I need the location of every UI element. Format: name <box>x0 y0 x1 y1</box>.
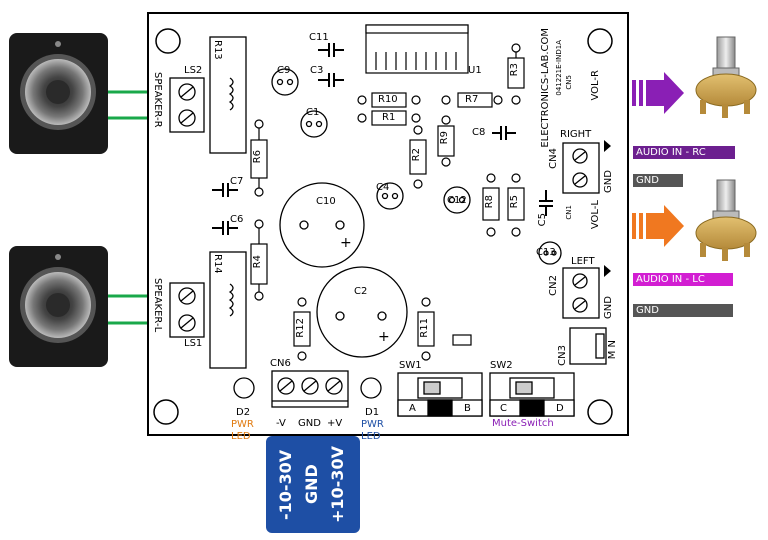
speaker-left-icon <box>9 246 108 367</box>
label-c12: C12 <box>447 195 467 206</box>
label-r8: R8 <box>484 195 495 209</box>
label-r14: R14 <box>212 254 223 274</box>
tag-gnd-bottom: GND <box>633 304 733 317</box>
label-c9: C9 <box>277 65 291 76</box>
label-cn3: CN3 <box>557 345 568 366</box>
label-r11: R11 <box>419 318 430 338</box>
terminal-ls1 <box>169 282 205 338</box>
label-led-right-led: LED <box>361 431 381 442</box>
label-c6: C6 <box>230 214 244 225</box>
power-pos-label: +10-30V <box>328 446 347 524</box>
label-c4: C4 <box>376 182 390 193</box>
cn3-connector <box>569 327 607 365</box>
label-cn4-gnd: GND <box>603 170 614 193</box>
mounting-holes <box>153 28 613 425</box>
label-r1: R1 <box>382 112 396 123</box>
label-c8: C8 <box>472 127 486 138</box>
label-led-left-led: LED <box>231 431 251 442</box>
label-c7: C7 <box>230 176 244 187</box>
label-a: A <box>409 403 416 414</box>
label-c1: C1 <box>306 107 320 118</box>
label-c10-plus: + <box>340 235 352 251</box>
sw2-switch <box>489 372 575 417</box>
label-r9: R9 <box>439 131 450 145</box>
label-r12: R12 <box>295 318 306 338</box>
label-cn2: CN2 <box>548 275 559 296</box>
cn4-connector <box>562 142 600 194</box>
label-r7: R7 <box>465 94 479 105</box>
label-right: RIGHT <box>560 129 592 140</box>
label-vol-l: VOL-L <box>590 200 601 230</box>
label-d: D <box>556 403 564 414</box>
potentiometer-right-icon <box>695 36 757 118</box>
arrow-rc-icon <box>604 140 611 152</box>
label-gnd: GND <box>298 418 321 429</box>
label-r3: R3 <box>509 63 520 77</box>
label-c2: C2 <box>354 286 368 297</box>
label-mute-switch: Mute-Switch <box>492 418 554 429</box>
label-u1: U1 <box>468 65 482 76</box>
arrow-left-channel-icon <box>632 205 684 247</box>
label-cn5: CN5 <box>565 75 573 90</box>
label-cn4: CN4 <box>548 148 559 169</box>
ceramic-caps <box>212 43 553 235</box>
label-speaker-l: SPEAKER-L <box>152 278 163 333</box>
label-c11: C11 <box>309 32 329 43</box>
label-cn2-gnd: GND <box>603 296 614 319</box>
label-r4: R4 <box>252 255 263 269</box>
r14-inductor <box>209 251 247 369</box>
label-cn3-mn: M N <box>607 340 618 360</box>
cn6-terminal <box>271 370 349 408</box>
label-minus-v: -V <box>276 418 286 429</box>
label-c5: C5 <box>537 213 548 227</box>
power-gnd-label: GND <box>302 464 321 504</box>
label-c10: C10 <box>316 196 336 207</box>
label-sw1: SW1 <box>399 360 422 371</box>
label-r5: R5 <box>509 195 520 209</box>
label-board-title: ELECTRONICS-LAB.COM <box>540 28 551 148</box>
r13-inductor <box>209 36 247 154</box>
power-neg-label: -10-30V <box>276 449 295 521</box>
resistors <box>250 43 525 361</box>
led-icons <box>233 377 382 399</box>
u1-ic <box>365 24 469 74</box>
potentiometer-left-icon <box>695 179 757 261</box>
label-vol-r: VOL-R <box>590 70 601 101</box>
tag-audio-in-lc: AUDIO IN - LC <box>633 273 733 286</box>
label-board-code: 041221E-IND1A <box>555 40 563 96</box>
label-sw2: SW2 <box>490 360 513 371</box>
label-cn6: CN6 <box>270 358 291 369</box>
label-r2: R2 <box>411 148 422 162</box>
label-c: C <box>500 403 507 414</box>
arrow-right-channel-icon <box>632 72 684 114</box>
terminal-ls2 <box>169 77 205 133</box>
power-input-box: -10-30V GND +10-30V <box>266 436 360 533</box>
label-c2-plus: + <box>378 329 390 345</box>
label-c13: C13 <box>536 247 556 258</box>
label-plus-v: +V <box>327 418 343 429</box>
label-ls1: LS1 <box>184 338 203 349</box>
label-r13: R13 <box>212 40 223 60</box>
label-led-right-pwr: PWR <box>361 419 384 430</box>
arrow-lc-icon <box>604 265 611 277</box>
label-d1: D1 <box>365 407 380 418</box>
label-cn1: CN1 <box>565 205 573 220</box>
speaker-right-icon <box>9 33 108 154</box>
label-speaker-r: SPEAKER-R <box>152 72 163 128</box>
label-b: B <box>464 403 471 414</box>
label-led-left-pwr: PWR <box>231 419 254 430</box>
label-r6: R6 <box>252 150 263 164</box>
label-left: LEFT <box>571 256 595 267</box>
label-r10: R10 <box>378 94 398 105</box>
label-d2: D2 <box>236 407 251 418</box>
electrolytic-caps <box>271 68 562 358</box>
label-ls2: LS2 <box>184 65 203 76</box>
tag-audio-in-rc: AUDIO IN - RC <box>633 146 735 159</box>
tag-gnd-top: GND <box>633 174 683 187</box>
cn2-connector <box>562 267 600 319</box>
label-c3: C3 <box>310 65 324 76</box>
sw1-switch <box>397 372 483 417</box>
